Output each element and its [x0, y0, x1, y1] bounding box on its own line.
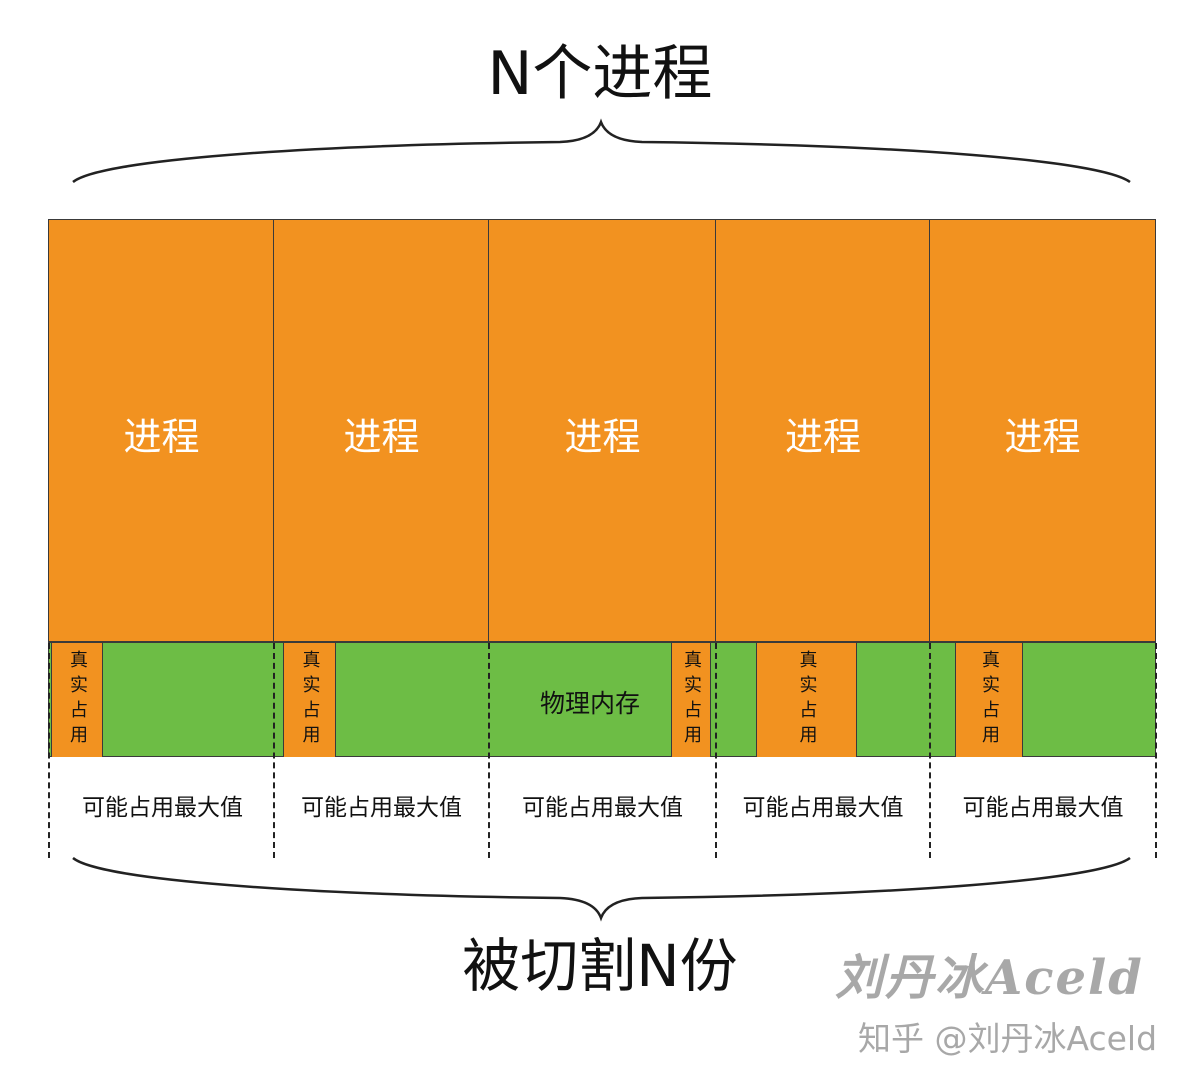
real-usage-label: 真实占用 [979, 650, 1000, 750]
author-watermark: 刘丹冰Aceld [835, 950, 1144, 1006]
max-usage-label: 可能占用最大值 [742, 795, 904, 821]
divider-line [1155, 643, 1157, 858]
process-block-1: 进程 [48, 219, 275, 642]
real-usage-block-2: 真实占用 [283, 643, 336, 757]
process-label: 进程 [784, 414, 861, 459]
top-brace [72, 118, 1131, 184]
process-label: 进程 [343, 414, 420, 459]
real-usage-block-4: 真实占用 [756, 643, 857, 757]
divider-line [273, 643, 275, 858]
real-usage-block-1: 真实占用 [51, 643, 103, 757]
real-usage-label: 真实占用 [681, 650, 702, 750]
process-block-2: 进程 [273, 219, 490, 642]
real-usage-block-5: 真实占用 [955, 643, 1023, 757]
divider-line [48, 643, 50, 858]
bottom-title: 被切割N份 [462, 932, 738, 1000]
process-block-5: 进程 [929, 219, 1156, 642]
max-usage-label: 可能占用最大值 [962, 795, 1124, 821]
physical-memory-label: 物理内存 [540, 689, 641, 718]
bottom-brace [72, 856, 1131, 922]
process-block-3: 进程 [488, 219, 717, 642]
real-usage-label: 真实占用 [67, 650, 88, 750]
process-block-4: 进程 [715, 219, 931, 642]
real-usage-label: 真实占用 [796, 650, 818, 750]
diagram-title: N个进程 [487, 39, 713, 109]
divider-line [929, 643, 931, 858]
process-label: 进程 [123, 414, 200, 459]
real-usage-label: 真实占用 [299, 650, 321, 750]
site-watermark: 知乎 @刘丹冰Aceld [858, 1019, 1158, 1058]
max-usage-label: 可能占用最大值 [522, 795, 683, 821]
process-label: 进程 [564, 414, 641, 459]
max-usage-label: 可能占用最大值 [301, 795, 462, 821]
real-usage-block-3: 真实占用 [671, 643, 711, 757]
divider-line [715, 643, 717, 858]
max-usage-label: 可能占用最大值 [82, 795, 243, 821]
divider-line [488, 643, 490, 858]
process-label: 进程 [1004, 414, 1081, 459]
